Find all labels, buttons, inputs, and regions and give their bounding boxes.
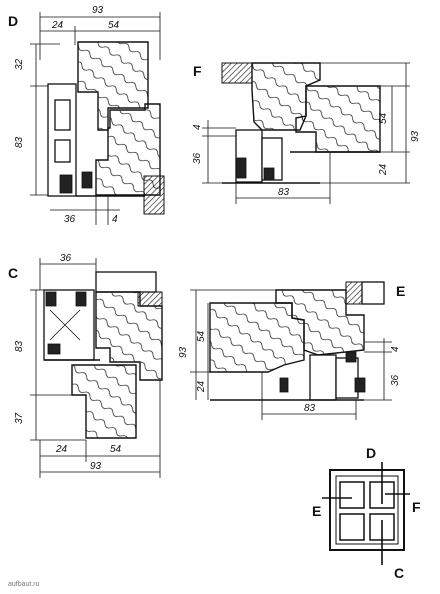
c-top-rail	[95, 271, 157, 293]
c-dim-bottom-total: 93	[90, 461, 102, 472]
section-d: D 93 24 54 32 83	[8, 5, 165, 225]
c-wood-sash	[95, 291, 163, 381]
f-hatched-insert	[221, 62, 253, 84]
section-e-bottom-dimension: 83	[261, 372, 357, 420]
c-dim-left-a: 83	[14, 340, 25, 352]
c-hatched-insert	[137, 291, 163, 307]
e-wood-frame	[209, 302, 305, 373]
section-e-label: E	[396, 283, 405, 299]
f-dim-left-a: 4	[192, 124, 203, 130]
section-f-bottom-dimension: 83	[235, 152, 331, 204]
key-label-e: E	[312, 503, 321, 519]
key-pane-bottom-left	[339, 513, 365, 541]
section-c-left-dimensions: 83 37	[14, 289, 86, 441]
c-dim-top: 36	[60, 253, 72, 264]
f-dim-bottom: 83	[278, 187, 290, 198]
section-d-top-dimensions: 93 24 54	[39, 5, 161, 60]
e-seal	[345, 351, 357, 363]
e-dim-right-b: 36	[390, 374, 401, 386]
key-label-f: F	[412, 499, 421, 515]
d-dim-left-mid: 83	[14, 136, 25, 148]
section-f-label: F	[193, 63, 202, 79]
section-d-bottom-dimensions: 36 4	[50, 195, 120, 225]
section-e-left-dimensions: 93 54 24	[178, 289, 276, 400]
c-dim-left-b: 37	[14, 412, 25, 424]
section-f-right-dimensions: 54 93 24	[320, 62, 421, 184]
e-dim-bottom: 83	[304, 403, 316, 414]
section-f-left-dimensions: 4 36	[192, 120, 236, 184]
c-dim-bottom-a: 24	[55, 444, 68, 455]
section-f: F 54 93 24 4 36	[192, 62, 421, 204]
section-c-label: C	[8, 265, 18, 281]
key-label-d: D	[366, 445, 376, 461]
d-hatched-insert	[143, 175, 165, 215]
d-dim-top-left: 24	[51, 20, 64, 31]
f-dim-right-c: 24	[378, 163, 389, 176]
c-dim-bottom-b: 54	[110, 444, 122, 455]
d-dim-left-top: 32	[14, 58, 25, 70]
key-window-frame	[329, 469, 405, 551]
e-hatched-insert	[345, 281, 363, 305]
section-e: E 93 54 24 4 36	[178, 281, 405, 420]
e-dim-left-total: 93	[178, 346, 189, 358]
f-wood-sash	[295, 85, 381, 153]
section-c-bottom-dimensions: 24 54 93	[39, 380, 161, 478]
e-dim-left-b: 24	[196, 380, 207, 393]
key-pane-top-left	[339, 481, 365, 509]
d-dim-bottom-b: 4	[112, 214, 118, 225]
d-dim-top: 93	[92, 5, 104, 16]
section-key: D C E F	[312, 445, 421, 581]
c-wood-frame	[71, 364, 137, 439]
e-aluminum-profile	[309, 354, 337, 401]
e-wood-sash	[275, 289, 365, 356]
d-dim-top-right: 54	[108, 20, 120, 31]
section-c: C 36 83 37 24	[8, 253, 163, 478]
f-dim-right-a: 54	[378, 112, 389, 124]
section-d-label: D	[8, 13, 18, 29]
section-c-top-dimension: 36	[39, 253, 97, 290]
d-dim-bottom-a: 36	[64, 214, 76, 225]
d-seal	[59, 174, 73, 194]
section-e-right-dimensions: 4 36	[364, 338, 401, 401]
e-dim-right-a: 4	[390, 346, 401, 352]
f-dim-left-b: 36	[192, 152, 203, 164]
f-seal	[235, 157, 247, 179]
e-dim-left-a: 54	[196, 330, 207, 342]
f-dim-right-b: 93	[410, 130, 421, 142]
key-label-c: C	[394, 565, 404, 581]
watermark: aufbaut.ru	[8, 581, 40, 588]
